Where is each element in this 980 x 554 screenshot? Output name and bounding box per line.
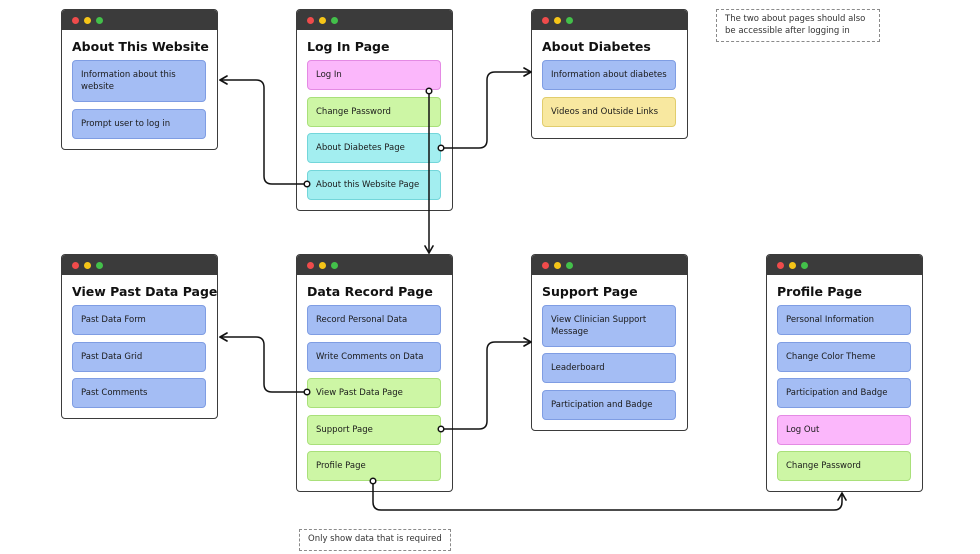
maximize-dot-icon	[331, 17, 338, 24]
window-titlebar	[62, 255, 217, 275]
minimize-dot-icon	[319, 17, 326, 24]
window-titlebar	[532, 255, 687, 275]
box-change-password: Change Password	[307, 97, 441, 127]
window-titlebar	[297, 10, 452, 30]
box-write-comments-on-data: Write Comments on Data	[307, 342, 441, 372]
box-profile-page: Profile Page	[307, 451, 441, 481]
box-view-past-data-page: View Past Data Page	[307, 378, 441, 408]
window-about-this-website: About This Website Information about thi…	[61, 9, 218, 150]
box-record-personal-data: Record Personal Data	[307, 305, 441, 335]
minimize-dot-icon	[789, 262, 796, 269]
window-titlebar	[532, 10, 687, 30]
window-title: Log In Page	[307, 39, 390, 54]
box-past-data-form: Past Data Form	[72, 305, 206, 335]
minimize-dot-icon	[554, 262, 561, 269]
connector-start-dot	[437, 144, 445, 152]
box-prompt-user-to-log-in: Prompt user to log in	[72, 109, 206, 139]
window-title: View Past Data Page	[72, 284, 218, 299]
maximize-dot-icon	[96, 17, 103, 24]
close-dot-icon	[542, 262, 549, 269]
maximize-dot-icon	[566, 262, 573, 269]
note-data-required: Only show data that is required	[299, 529, 451, 551]
window-title: Data Record Page	[307, 284, 433, 299]
close-dot-icon	[72, 262, 79, 269]
window-about-diabetes: About Diabetes Information about diabete…	[531, 9, 688, 139]
close-dot-icon	[307, 262, 314, 269]
box-information-about-website: Information about this website	[72, 60, 206, 102]
connector-start-dot	[303, 388, 311, 396]
box-leaderboard: Leaderboard	[542, 353, 676, 383]
connector-data-record-to-profile	[372, 480, 847, 511]
window-log-in-page: Log In Page Log In Change Password About…	[296, 9, 453, 211]
maximize-dot-icon	[801, 262, 808, 269]
window-titlebar	[297, 255, 452, 275]
connector-start-dot	[425, 87, 433, 95]
window-view-past-data-page: View Past Data Page Past Data Form Past …	[61, 254, 218, 419]
box-about-this-website-page: About this Website Page	[307, 170, 441, 200]
box-support-page: Support Page	[307, 415, 441, 445]
box-participation-and-badge: Participation and Badge	[542, 390, 676, 420]
minimize-dot-icon	[84, 17, 91, 24]
box-view-clinician-support-message: View Clinician Support Message	[542, 305, 676, 347]
window-support-page: Support Page View Clinician Support Mess…	[531, 254, 688, 431]
maximize-dot-icon	[566, 17, 573, 24]
close-dot-icon	[542, 17, 549, 24]
connector-data-record-to-support	[440, 337, 532, 430]
box-about-diabetes-page: About Diabetes Page	[307, 133, 441, 163]
minimize-dot-icon	[84, 262, 91, 269]
maximize-dot-icon	[96, 262, 103, 269]
window-data-record-page: Data Record Page Record Personal Data Wr…	[296, 254, 453, 492]
window-title: Profile Page	[777, 284, 862, 299]
box-videos-and-outside-links: Videos and Outside Links	[542, 97, 676, 127]
maximize-dot-icon	[331, 262, 338, 269]
box-log-in: Log In	[307, 60, 441, 90]
box-past-data-grid: Past Data Grid	[72, 342, 206, 372]
window-titlebar	[62, 10, 217, 30]
box-change-password: Change Password	[777, 451, 911, 481]
window-title: Support Page	[542, 284, 638, 299]
close-dot-icon	[72, 17, 79, 24]
box-past-comments: Past Comments	[72, 378, 206, 408]
minimize-dot-icon	[554, 17, 561, 24]
close-dot-icon	[777, 262, 784, 269]
connector-start-dot	[369, 477, 377, 485]
window-titlebar	[767, 255, 922, 275]
box-participation-and-badge: Participation and Badge	[777, 378, 911, 408]
box-change-color-theme: Change Color Theme	[777, 342, 911, 372]
connector-start-dot	[303, 180, 311, 188]
close-dot-icon	[307, 17, 314, 24]
note-about-pages-access: The two about pages should also be acces…	[716, 9, 880, 42]
box-information-about-diabetes: Information about diabetes	[542, 60, 676, 90]
box-personal-information: Personal Information	[777, 305, 911, 335]
connector-login-to-about-diabetes	[440, 67, 532, 149]
minimize-dot-icon	[319, 262, 326, 269]
box-log-out: Log Out	[777, 415, 911, 445]
connector-login-to-about-website	[219, 75, 308, 185]
connector-start-dot	[437, 425, 445, 433]
window-profile-page: Profile Page Personal Information Change…	[766, 254, 923, 492]
connector-data-record-to-past-data	[219, 332, 308, 393]
window-title: About This Website	[72, 39, 209, 54]
window-title: About Diabetes	[542, 39, 651, 54]
